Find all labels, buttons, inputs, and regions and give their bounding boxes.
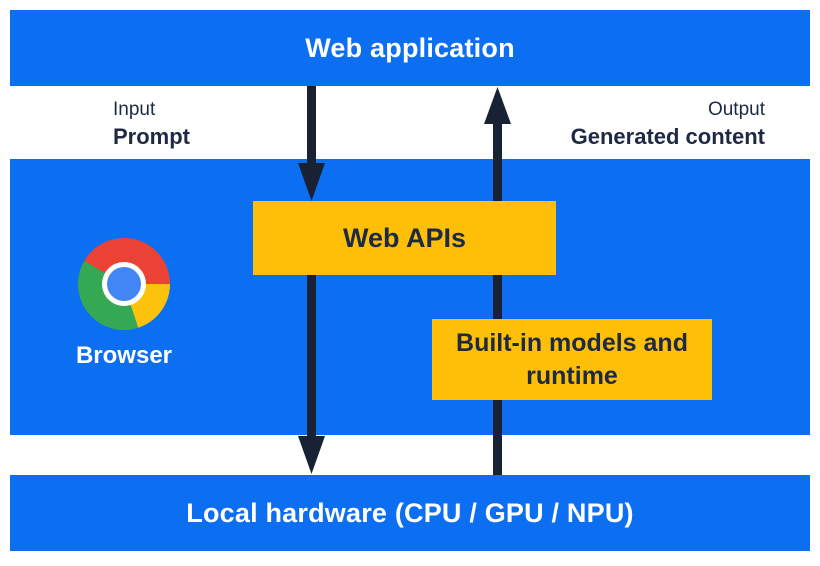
- output-flow-label: Output Generated content: [571, 97, 765, 151]
- local-hardware-label: Local hardware (CPU / GPU / NPU): [186, 497, 634, 528]
- web-apis-label: Web APIs: [342, 222, 467, 253]
- input-arrowhead-lower: [298, 436, 325, 474]
- web-application-bar: Web application: [10, 10, 810, 86]
- web-application-label: Web application: [305, 32, 515, 63]
- output-arrowhead: [484, 87, 511, 124]
- output-kind-label: Output: [707, 99, 765, 120]
- chrome-icon: [78, 238, 170, 330]
- prompt-label: Prompt: [113, 124, 190, 149]
- generated-content-label: Generated content: [570, 124, 765, 149]
- input-arrow-line-upper: [307, 86, 316, 165]
- browser-label: Browser: [75, 342, 173, 369]
- output-arrow-line: [493, 122, 502, 475]
- input-flow-label: Input Prompt: [113, 97, 190, 151]
- builtin-models-box: Built-in models and runtime: [432, 319, 712, 400]
- input-arrow-line-lower: [307, 275, 316, 442]
- input-kind-label: Input: [113, 99, 156, 120]
- web-apis-box: Web APIs: [253, 201, 556, 275]
- builtin-models-label: Built-in models and runtime: [456, 328, 688, 390]
- local-hardware-bar: Local hardware (CPU / GPU / NPU): [10, 475, 810, 551]
